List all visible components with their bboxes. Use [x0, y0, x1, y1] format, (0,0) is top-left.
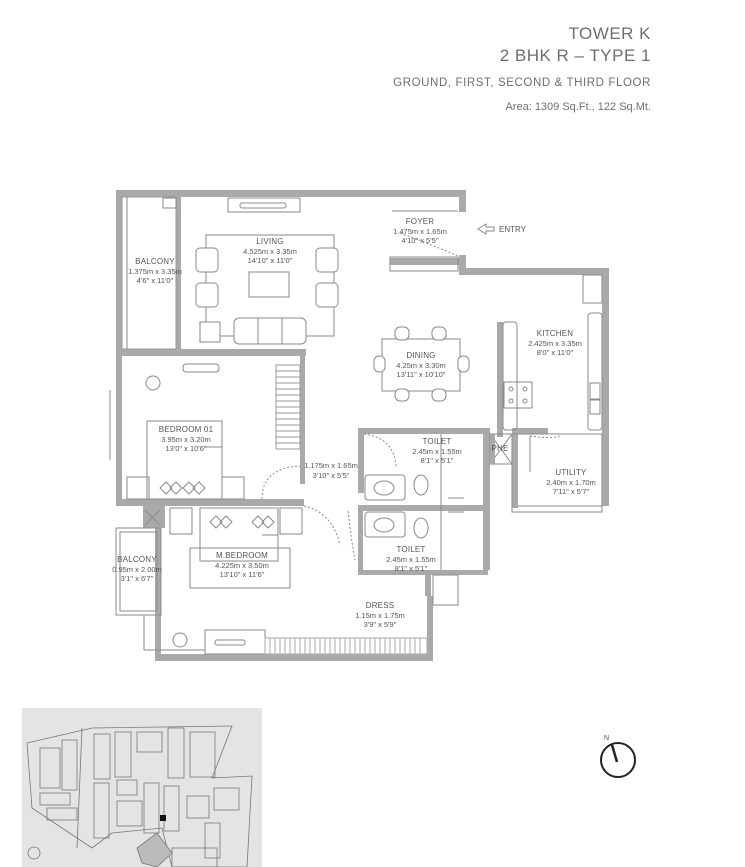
walls [116, 190, 609, 661]
room-name: DINING [406, 351, 436, 360]
room-label-passage: 1.175m x 1.65m 3'10" x 5'5" [304, 461, 358, 480]
room-name: KITCHEN [536, 329, 574, 338]
room-label-foyer: FOYER 1.475m x 1.65m 4'10" x 5'5" [393, 217, 447, 246]
north-label: N [604, 735, 610, 742]
room-label-phe: PHE [491, 444, 508, 454]
room-name: UTILITY [555, 468, 587, 477]
room-name: LIVING [256, 237, 284, 246]
floors-subtitle: GROUND, FIRST, SECOND & THIRD FLOOR [393, 77, 651, 89]
room-name: DRESS [365, 601, 395, 610]
room-label-utility: UTILITY 2.40m x 1.70m 7'11" x 5'7" [546, 468, 596, 497]
room-metric: 1.375m x 3.35m [128, 266, 182, 276]
room-label-bedroom-01: BEDROOM 01 3.95m x 3.20m 13'0" x 10'6" [159, 425, 213, 454]
room-imperial: 3'1" x 6'7" [120, 574, 154, 583]
room-metric: 0.95m x 2.00m [112, 564, 162, 574]
room-imperial: 7'11" x 5'7" [552, 487, 590, 496]
room-label-toilet-2: TOILET 2.45m x 1.55m 8'1" x 5'1" [386, 545, 436, 574]
room-imperial: 8'1" x 5'1" [394, 564, 428, 573]
room-metric: 2.45m x 1.55m [386, 554, 436, 564]
room-metric: 3.95m x 3.20m [161, 434, 211, 444]
room-label-living: LIVING 4.525m x 3.35m 14'10" x 11'0" [243, 237, 297, 266]
key-plan [22, 708, 262, 867]
north-arrow-icon [600, 742, 636, 778]
area-text: Area: 1309 Sq.Ft., 122 Sq.Mt. [505, 101, 651, 113]
site-map [26, 725, 253, 867]
room-name: FOYER [405, 217, 435, 226]
room-name: BEDROOM 01 [158, 425, 214, 434]
room-metric: 1.475m x 1.65m [393, 226, 447, 236]
unit-type-title: 2 BHK R – TYPE 1 [499, 46, 651, 65]
unit-highlight [160, 815, 166, 821]
room-metric: 1.175m x 1.65m [304, 461, 358, 470]
room-metric: 2.45m x 1.55m [412, 446, 462, 456]
room-imperial: 3'9" x 5'9" [363, 620, 397, 629]
room-label-toilet-1: TOILET 2.45m x 1.55m 8'1" x 5'1" [412, 437, 462, 466]
room-imperial: 3'10" x 5'5" [312, 470, 350, 480]
room-imperial: 8'1" x 5'1" [420, 456, 454, 465]
room-label-balcony-top: BALCONY 1.375m x 3.35m 4'6" x 11'0" [128, 257, 182, 286]
room-name: PHE [491, 444, 509, 453]
room-label-kitchen: KITCHEN 2.425m x 3.35m 8'0" x 11'0" [528, 329, 582, 358]
room-imperial: 13'0" x 10'6" [165, 444, 207, 453]
tower-title: TOWER K [568, 24, 651, 43]
room-label-master-bedroom: M.BEDROOM 4.225m x 3.50m 13'10" x 11'6" [215, 551, 269, 580]
room-label-balcony-bottom: BALCONY 0.95m x 2.00m 3'1" x 6'7" [112, 555, 162, 584]
room-name: BALCONY [135, 257, 175, 266]
room-label-dress: DRESS 1.15m x 1.75m 3'9" x 5'9" [355, 601, 405, 630]
room-imperial: 13'10" x 11'6" [219, 570, 265, 579]
room-metric: 4.25m x 3.30m [396, 360, 446, 370]
room-metric: 4.525m x 3.35m [243, 246, 297, 256]
room-imperial: 4'10" x 5'5" [401, 236, 439, 245]
room-label-dining: DINING 4.25m x 3.30m 13'11" x 10'10" [396, 351, 446, 380]
entry-label: ENTRY [499, 225, 526, 234]
room-metric: 4.225m x 3.50m [215, 560, 269, 570]
room-imperial: 13'11" x 10'10" [396, 370, 446, 379]
room-metric: 2.425m x 3.35m [528, 338, 582, 348]
room-imperial: 4'6" x 11'0" [136, 276, 174, 285]
room-name: BALCONY [117, 555, 157, 564]
room-name: M.BEDROOM [215, 551, 269, 560]
room-imperial: 8'0" x 11'0" [536, 348, 574, 357]
room-metric: 1.15m x 1.75m [355, 610, 405, 620]
room-name: TOILET [422, 437, 452, 446]
room-metric: 2.40m x 1.70m [546, 477, 596, 487]
entry-arrow-icon [477, 223, 495, 235]
room-imperial: 14'10" x 11'0" [247, 256, 293, 265]
room-name: TOILET [396, 545, 426, 554]
